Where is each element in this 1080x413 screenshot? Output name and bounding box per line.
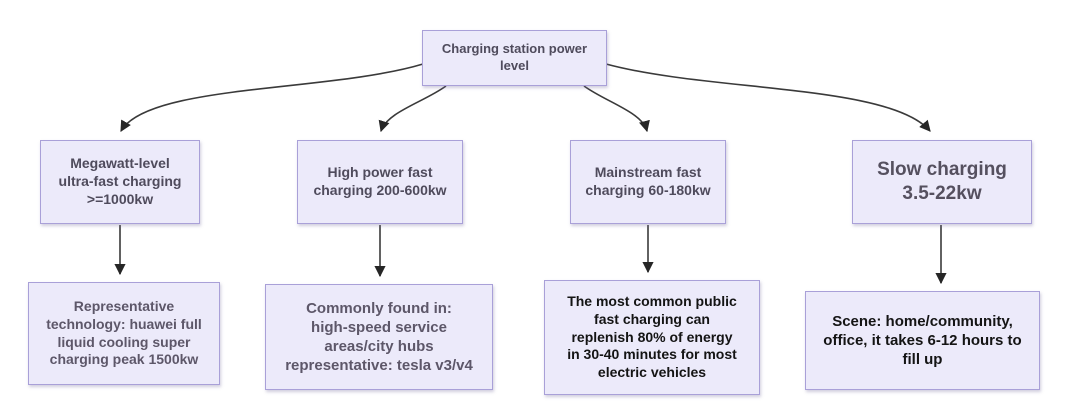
node-label: Commonly found in: high-speed service ar…: [285, 299, 473, 375]
node-label: Scene: home/community, office, it takes …: [823, 312, 1022, 369]
node-mainstream-description: The most common public fast charging can…: [544, 280, 760, 395]
edge-root-to-high-power: [378, 85, 447, 133]
node-label: High power fast charging 200-600kw: [313, 164, 447, 198]
edge-root-to-megawatt: [120, 63, 424, 132]
edge-root-to-slow: [605, 63, 931, 132]
node-mainstream-fast-charging: Mainstream fast charging 60-180kw: [570, 140, 726, 224]
edge-root-to-mainstream: [583, 85, 650, 133]
node-high-power-locations: Commonly found in: high-speed service ar…: [265, 284, 493, 390]
node-label: Slow charging 3.5-22kw: [877, 158, 1007, 204]
node-label: The most common public fast charging can…: [567, 292, 737, 381]
node-charging-station-power-level: Charging station power level: [422, 30, 607, 86]
node-label: Mainstream fast charging 60-180kw: [585, 164, 711, 198]
node-slow-charging-scene: Scene: home/community, office, it takes …: [805, 291, 1040, 390]
node-label: Representative technology: huawei full l…: [46, 297, 202, 368]
node-label: Charging station power level: [441, 41, 588, 73]
node-megawatt-ultra-fast-charging: Megawatt-level ultra-fast charging >=100…: [40, 140, 200, 224]
node-slow-charging: Slow charging 3.5-22kw: [852, 140, 1032, 224]
node-megawatt-representative-technology: Representative technology: huawei full l…: [28, 282, 220, 385]
node-label: Megawatt-level ultra-fast charging >=100…: [58, 155, 182, 207]
node-high-power-fast-charging: High power fast charging 200-600kw: [297, 140, 463, 224]
